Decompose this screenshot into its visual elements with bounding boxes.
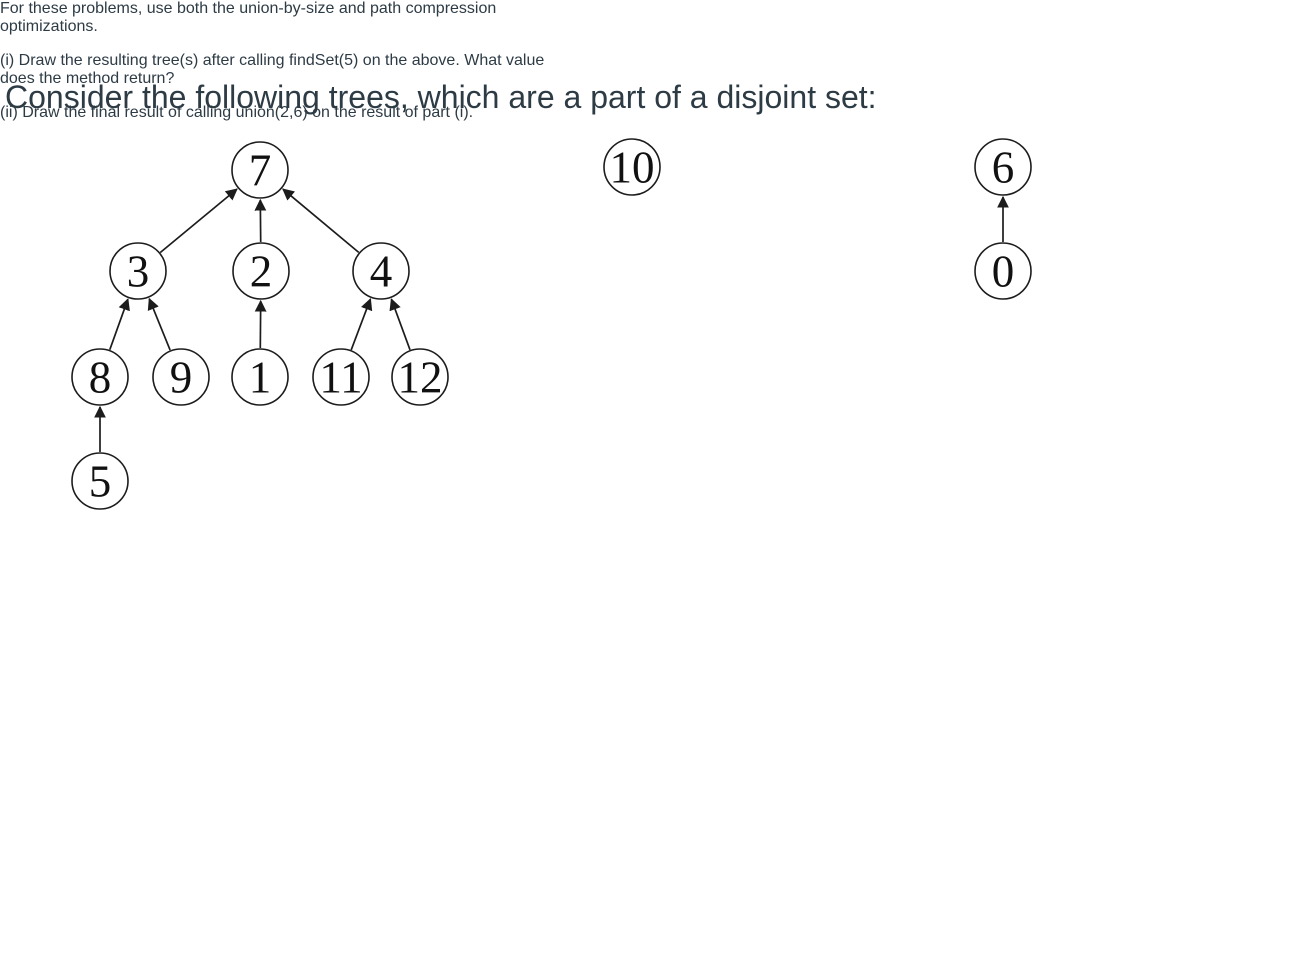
node-circle-5 (71, 452, 129, 510)
node-label-1: 1 (249, 352, 272, 402)
tree-node-3: 3 (109, 242, 167, 300)
edge-12-to-4 (389, 298, 411, 351)
optimization-note-line-1: For these problems, use both the union-b… (0, 0, 497, 17)
tree-node-9: 9 (152, 348, 210, 406)
node-circle-1 (231, 348, 289, 406)
node-label-12: 12 (398, 352, 443, 402)
part-i-line-2: does the method return? (0, 70, 175, 87)
tree-node-6: 6 (974, 138, 1032, 196)
edge-8-to-3 (108, 298, 130, 350)
node-label-4: 4 (370, 246, 393, 296)
node-label-9: 9 (170, 352, 193, 402)
tree-node-11: 11 (312, 348, 370, 406)
tree-node-4: 4 (352, 242, 410, 300)
node-label-0: 0 (992, 246, 1015, 296)
node-circle-2 (232, 242, 290, 300)
node-label-3: 3 (127, 246, 150, 296)
intro-text: Consider the following trees, which are … (5, 69, 877, 126)
tree-node-12: 12 (391, 348, 449, 406)
node-circle-4 (352, 242, 410, 300)
edge-3-to-7 (159, 188, 238, 254)
node-circle-6 (974, 138, 1032, 196)
tree-node-7: 7 (231, 141, 289, 199)
edge-4-to-7 (282, 188, 360, 254)
node-circle-12 (391, 348, 449, 406)
node-circle-7 (231, 141, 289, 199)
node-circle-3 (109, 242, 167, 300)
node-label-11: 11 (319, 352, 362, 402)
node-circle-0 (974, 242, 1032, 300)
edge-11-to-4 (350, 297, 373, 351)
node-label-2: 2 (250, 246, 273, 296)
tree-node-0: 0 (974, 242, 1032, 300)
tree-node-2: 2 (232, 242, 290, 300)
tree-node-10: 10 (603, 138, 661, 196)
part-i-line-1: (i) Draw the resulting tree(s) after cal… (0, 52, 545, 69)
node-circle-10 (603, 138, 661, 196)
node-circle-11 (312, 348, 370, 406)
node-label-5: 5 (89, 456, 112, 506)
node-label-6: 6 (992, 142, 1015, 192)
tree-node-1: 1 (231, 348, 289, 406)
node-circle-8 (71, 348, 129, 406)
tree-node-8: 8 (71, 348, 129, 406)
node-label-7: 7 (249, 145, 272, 195)
intro-line: Consider the following trees, which are … (5, 79, 877, 115)
node-label-10: 10 (610, 142, 655, 192)
edge-9-to-3 (147, 297, 171, 351)
optimization-note-line-2: optimizations. (0, 18, 98, 35)
tree-node-5: 5 (71, 452, 129, 510)
part-ii-line-1: (ii) Draw the final result of calling un… (0, 104, 474, 121)
node-circle-9 (152, 348, 210, 406)
node-label-8: 8 (89, 352, 112, 402)
